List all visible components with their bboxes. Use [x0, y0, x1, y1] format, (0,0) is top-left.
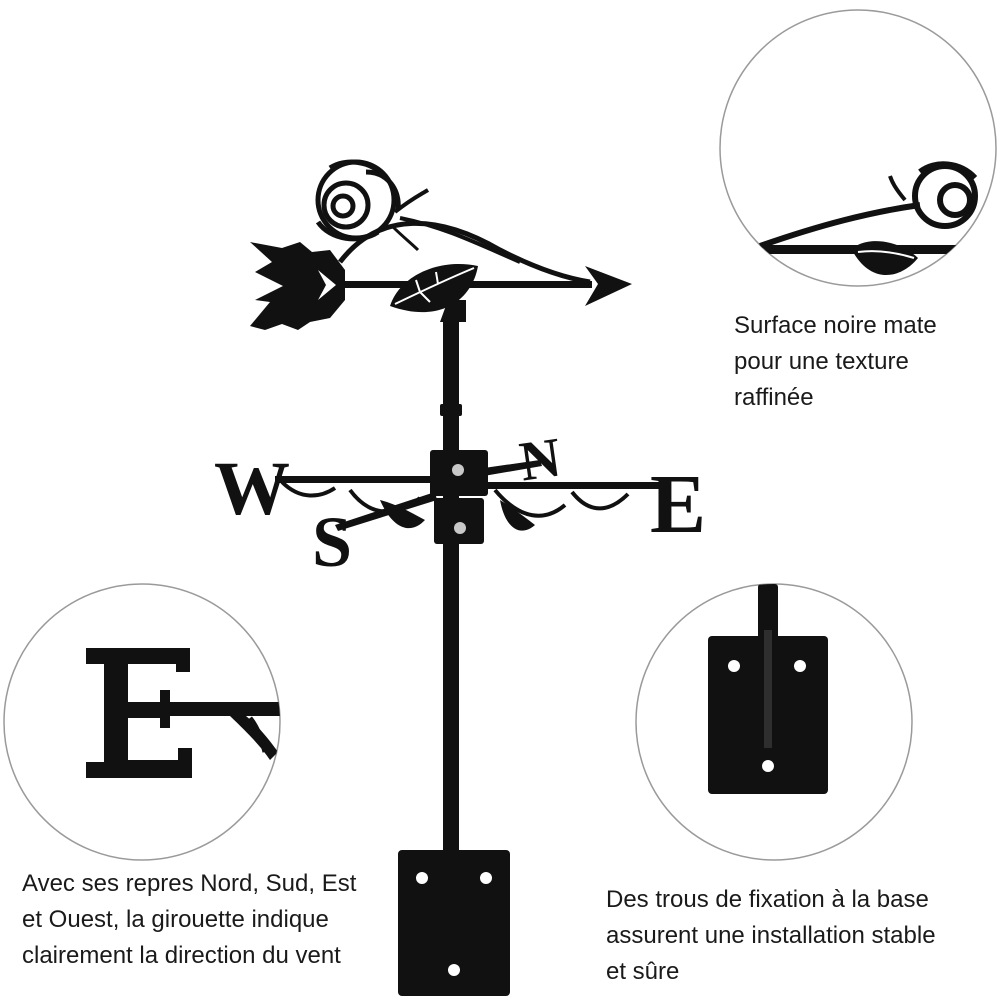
weathervane: W E N S	[214, 159, 706, 996]
screw-icon	[452, 464, 464, 476]
mounting-hole	[448, 964, 460, 976]
pole	[443, 318, 459, 878]
mounting-hole	[416, 872, 428, 884]
arm-scroll-leaves	[380, 500, 535, 531]
caption-line: et Ouest, la girouette indique	[22, 906, 329, 933]
compass-letter-south: S	[312, 502, 352, 582]
compass-letter-north: N	[516, 426, 565, 493]
caption-texture: Surface noire mate pour une texture raff…	[734, 308, 937, 416]
compass-letter-west: W	[214, 447, 290, 531]
compass-letter-east: E	[650, 458, 706, 551]
detail-circle-letter-e	[3, 583, 281, 861]
arm-west	[275, 476, 445, 483]
arm-east	[470, 482, 670, 489]
caption-line: pour une texture	[734, 348, 909, 375]
rose-tendril	[390, 224, 420, 252]
caption-line: clairement la direction du vent	[22, 942, 341, 969]
rose-flower	[315, 159, 401, 242]
leaf-mount	[440, 300, 466, 322]
rose-stem-lower	[399, 216, 521, 264]
base-plate	[398, 850, 510, 996]
arm-scroll-east	[493, 488, 630, 518]
caption-line: Avec ses repres Nord, Sud, Est	[22, 870, 357, 897]
arrow-tail-notch	[318, 270, 336, 300]
caption-line: et sûre	[606, 958, 680, 985]
caption-line: Des trous de fixation à la base	[606, 886, 929, 913]
caption-line: raffinée	[734, 384, 814, 411]
detail-circle-base	[635, 583, 913, 861]
arrow-head	[585, 266, 632, 306]
caption-line: assurent une installation stable	[606, 922, 936, 949]
arrow-tail-feathers	[250, 242, 345, 330]
pole-joint	[440, 404, 462, 416]
arm-scroll-west	[280, 480, 422, 514]
screw-icon	[454, 522, 466, 534]
detail-circle-rose	[719, 9, 997, 287]
rose-ornament	[315, 159, 591, 322]
caption-line: Surface noire mate	[734, 312, 937, 339]
caption-directions: Avec ses repres Nord, Sud, Est et Ouest,…	[22, 866, 356, 974]
center-hub	[430, 450, 488, 544]
caption-holes: Des trous de fixation à la base assurent…	[606, 882, 936, 990]
mounting-hole	[480, 872, 492, 884]
rose-leaf-vein	[394, 267, 475, 305]
